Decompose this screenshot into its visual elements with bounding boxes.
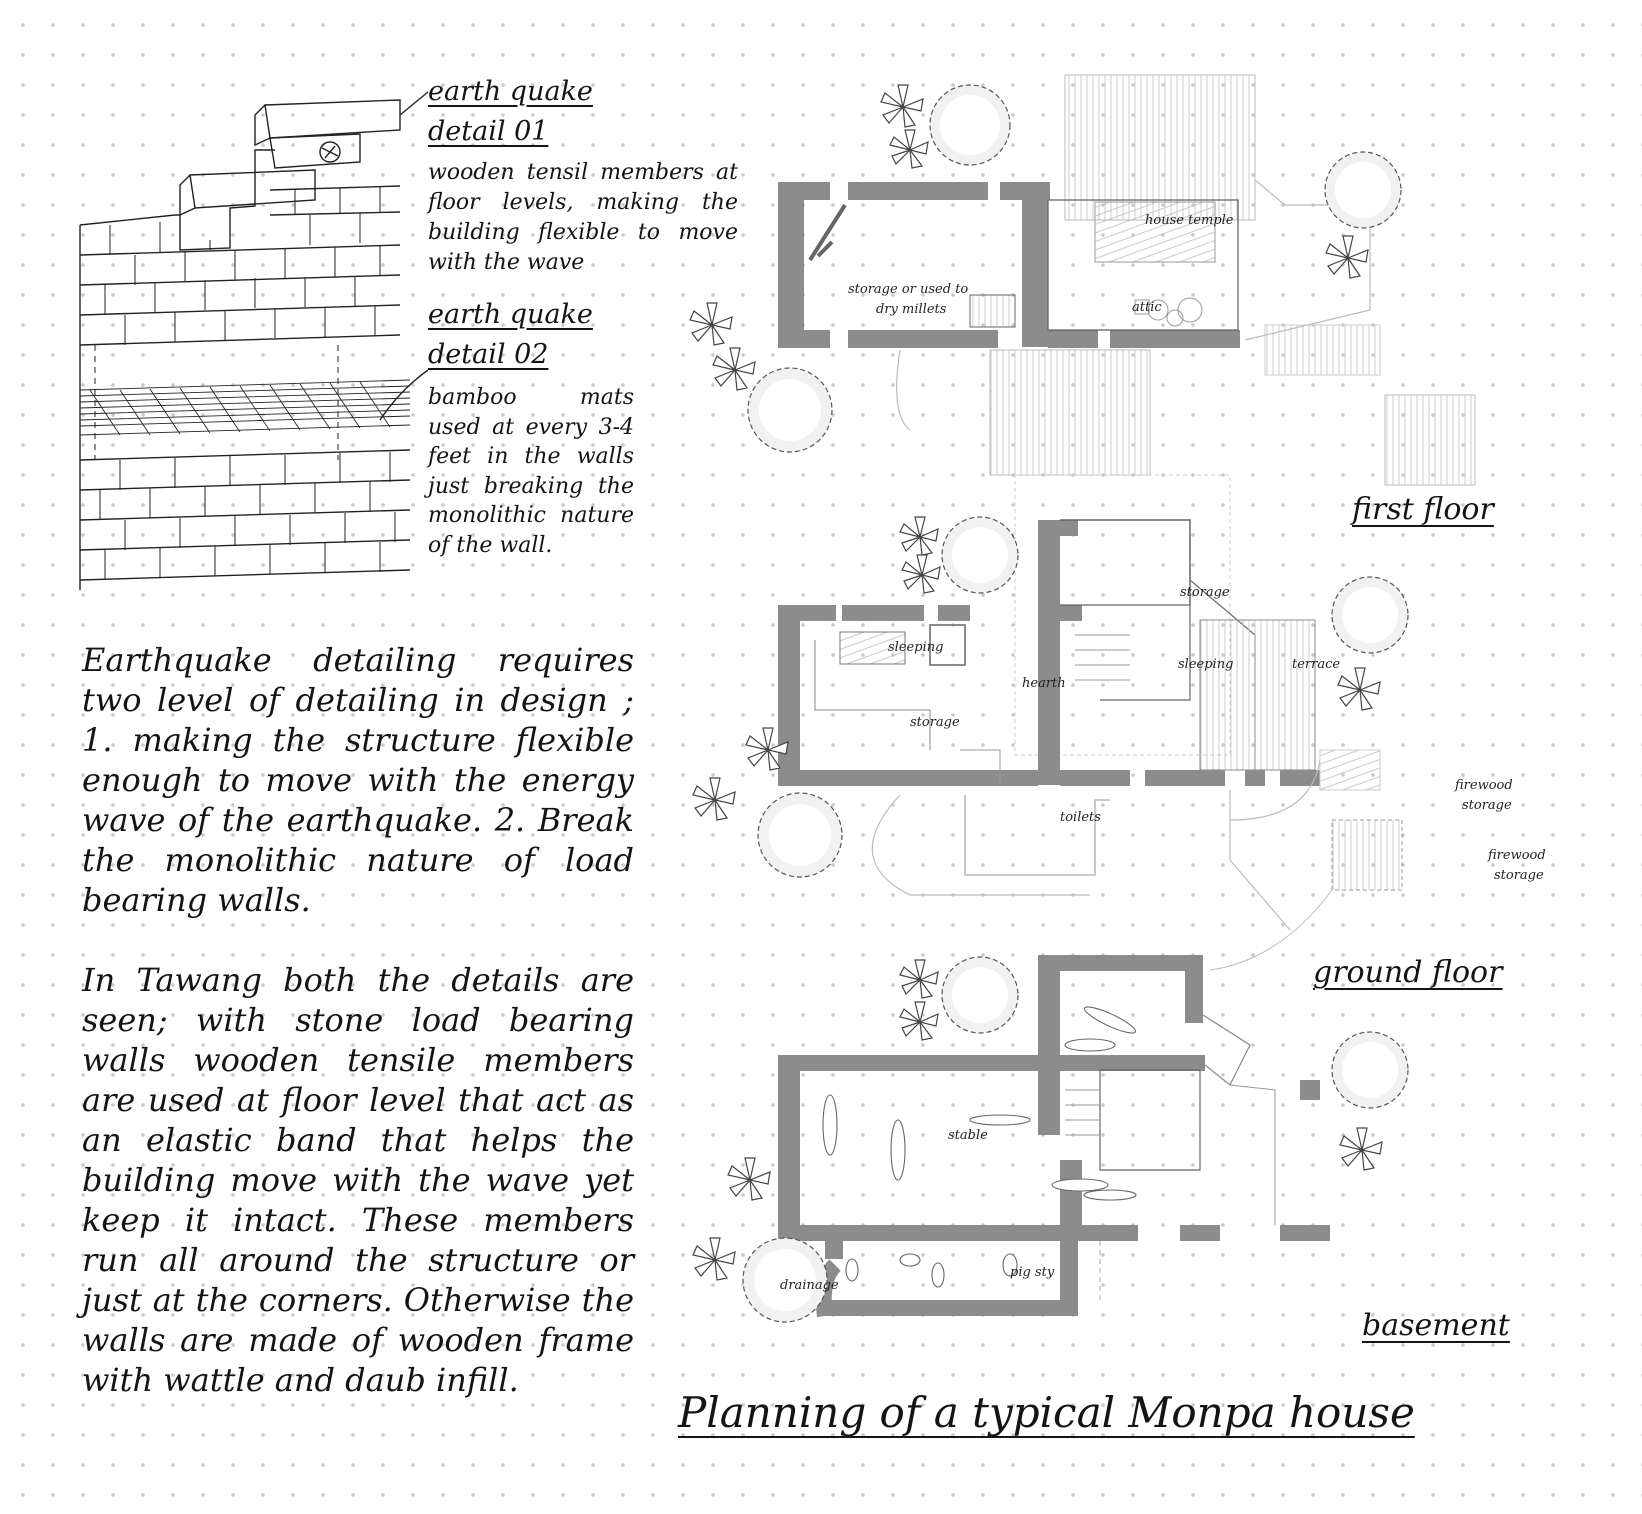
room-label-storage-millets-line1: storage or used to xyxy=(848,282,969,297)
room-label-firewood1-line2: storage xyxy=(1462,798,1512,813)
room-label-toilets: toilets xyxy=(1060,810,1101,825)
room-label-sleeping-left: sleeping xyxy=(888,640,944,655)
detail-01-heading-line1: earth quake xyxy=(428,76,593,107)
room-label-storage-millets-line2: dry millets xyxy=(876,302,947,317)
first-floor-plan xyxy=(778,74,1476,486)
room-label-firewood2-line1: firewood xyxy=(1488,848,1546,863)
room-label-firewood1-line1: firewood xyxy=(1455,778,1513,793)
vegetation xyxy=(689,84,1409,1323)
room-label-firewood2-line2: storage xyxy=(1494,868,1544,883)
detail-02-heading-line1: earth quake xyxy=(428,299,593,330)
paragraph-tawang: In Tawang both the details are seen; wit… xyxy=(82,961,634,1399)
room-label-terrace: terrace xyxy=(1292,657,1341,672)
detail-01-text: wooden tensil members at floor levels, m… xyxy=(428,160,738,275)
room-label-house-temple: house temple xyxy=(1145,213,1234,228)
room-label-attic: attic xyxy=(1132,300,1162,315)
detail-01: earth quake detail 01 wooden tensil memb… xyxy=(428,72,738,278)
page-title: Planning of a typical Monpa house xyxy=(678,1388,1415,1437)
floor-label-basement: basement xyxy=(1362,1308,1510,1343)
room-label-sleeping-right: sleeping xyxy=(1178,657,1234,672)
detail-02: earth quake detail 02 bamboo mats used a… xyxy=(428,295,634,560)
paragraph-earthquake-detailing: Earthquake detailing requires two level … xyxy=(82,641,634,919)
room-label-drainage: drainage xyxy=(780,1278,839,1293)
ground-floor-plan xyxy=(778,474,1403,971)
detail-02-heading-line2: detail 02 xyxy=(428,339,549,370)
masonry-detail-sketch xyxy=(79,91,429,590)
room-label-hearth: hearth xyxy=(1022,676,1066,691)
floor-label-first-floor: first floor xyxy=(1352,492,1494,527)
room-label-storage-top: storage xyxy=(1180,585,1230,600)
room-label-pig-sty: pig sty xyxy=(1010,1265,1055,1280)
floor-plans-drawing xyxy=(689,74,1476,1323)
room-label-stable: stable xyxy=(948,1128,988,1143)
basement-plan xyxy=(778,955,1330,1318)
detail-01-heading-line2: detail 01 xyxy=(428,116,549,147)
floor-label-ground-floor: ground floor xyxy=(1313,955,1503,990)
detail-02-text: bamboo mats used at every 3-4 feet in th… xyxy=(428,385,634,558)
room-label-storage-bottom: storage xyxy=(910,715,960,730)
